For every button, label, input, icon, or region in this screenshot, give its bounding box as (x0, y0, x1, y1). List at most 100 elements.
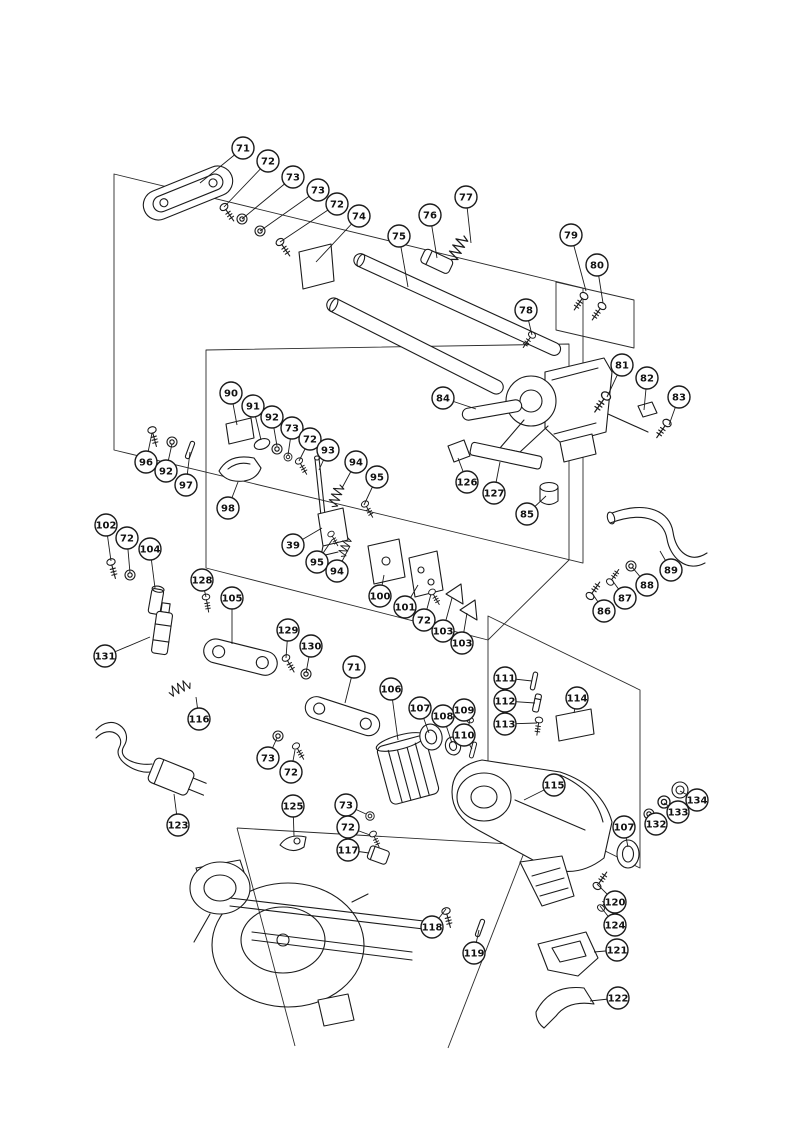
callout-balloon-109: 109 (452, 698, 476, 722)
part-base-assembly (189, 859, 433, 1027)
balloon-label: 39 (286, 541, 300, 552)
callout-balloon-102: 102 (94, 513, 118, 537)
balloon-circle (174, 473, 198, 497)
balloon-label: 117 (338, 846, 359, 857)
balloon-circle (559, 223, 583, 247)
callout-balloon-118: 118 (420, 915, 444, 939)
balloon-label: 83 (672, 393, 686, 404)
balloon-label: 116 (189, 715, 210, 726)
balloon-label: 102 (96, 521, 117, 532)
balloon-label: 126 (457, 478, 478, 489)
balloon-label: 72 (261, 157, 275, 168)
balloon-circle (279, 760, 303, 784)
balloon-circle (644, 812, 668, 836)
callout-balloon-73: 73 (334, 793, 358, 817)
balloon-label: 134 (687, 796, 708, 807)
callout-balloon-94: 94 (344, 450, 368, 474)
callout-balloon-133: 133 (666, 800, 690, 824)
balloon-circle (216, 496, 240, 520)
balloon-label: 128 (192, 576, 213, 587)
balloon-circle (393, 595, 417, 619)
callout-balloon-107: 107 (612, 815, 636, 839)
callout-balloon-103: 103 (431, 619, 455, 643)
balloon-circle (603, 890, 627, 914)
balloon-label: 112 (495, 697, 516, 708)
callout-balloon-100: 100 (368, 584, 392, 608)
balloon-label: 72 (120, 534, 134, 545)
balloon-circle (299, 634, 323, 658)
balloon-label: 82 (640, 374, 654, 385)
callout-balloon-122: 122 (606, 986, 630, 1010)
balloon-circle (134, 450, 158, 474)
balloon-label: 100 (370, 592, 391, 603)
callout-balloon-132: 132 (644, 812, 668, 836)
balloon-circle (325, 192, 349, 216)
part-switch-117 (365, 811, 390, 865)
balloon-label: 130 (301, 642, 322, 653)
callout-balloon-125: 125 (281, 794, 305, 818)
balloon-label: 107 (410, 704, 431, 715)
callout-balloon-117: 117 (336, 838, 360, 862)
part-ring-107 (419, 723, 443, 751)
callout-balloon-124: 124 (603, 913, 627, 937)
balloon-circle (667, 385, 691, 409)
balloon-circle (220, 586, 244, 610)
balloon-circle (493, 666, 517, 690)
balloon-label: 105 (222, 594, 243, 605)
part-power-cord-123 (95, 722, 207, 796)
balloon-label: 85 (520, 510, 534, 521)
balloon-circle (379, 677, 403, 701)
part-fasteners-129-130 (280, 652, 312, 680)
part-nut-134 (671, 781, 689, 799)
balloon-label: 133 (668, 808, 689, 819)
balloon-label: 124 (605, 921, 626, 932)
balloon-circle (305, 550, 329, 574)
part-clamp-assembly (218, 417, 377, 520)
balloon-circle (420, 915, 444, 939)
callout-balloon-89: 89 (659, 558, 683, 582)
callout-balloon-72: 72 (115, 526, 139, 550)
callout-balloon-119: 119 (462, 941, 486, 965)
callout-balloon-83: 83 (667, 385, 691, 409)
balloon-circle (306, 178, 330, 202)
callout-balloon-87: 87 (613, 586, 637, 610)
balloon-label: 91 (246, 402, 260, 413)
callout-balloons: 7172737372747576777980788182838490919273… (93, 136, 709, 1010)
callout-balloon-81: 81 (610, 353, 634, 377)
callout-balloon-82: 82 (635, 366, 659, 390)
callout-balloon-128: 128 (190, 568, 214, 592)
callout-balloon-72: 72 (325, 192, 349, 216)
balloon-circle (342, 655, 366, 679)
balloon-label: 86 (597, 607, 611, 618)
callout-balloon-126: 126 (455, 470, 479, 494)
callout-balloon-131: 131 (93, 644, 117, 668)
balloon-circle (515, 502, 539, 526)
balloon-label: 115 (544, 781, 565, 792)
balloon-label: 74 (352, 212, 366, 223)
balloon-circle (585, 253, 609, 277)
balloon-label: 96 (139, 458, 153, 469)
balloon-circle (412, 608, 436, 632)
part-arm-casting-115 (451, 759, 613, 907)
balloon-label: 72 (284, 768, 298, 779)
balloon-label: 77 (459, 193, 473, 204)
balloon-label: 107 (614, 823, 635, 834)
callout-balloon-79: 79 (559, 223, 583, 247)
part-left-fasteners (105, 557, 213, 656)
part-slide-rod-lower (326, 297, 504, 395)
callout-balloon-96: 96 (134, 450, 158, 474)
balloon-circle (450, 631, 474, 655)
callout-balloon-97: 97 (174, 473, 198, 497)
part-ring-107-lower (616, 839, 640, 869)
part-plate-74 (298, 243, 335, 290)
callout-balloon-72: 72 (412, 608, 436, 632)
balloon-circle (493, 689, 517, 713)
balloon-label: 131 (95, 652, 116, 663)
callout-balloon-127: 127 (482, 481, 506, 505)
balloon-label: 88 (640, 581, 654, 592)
callout-balloon-95: 95 (305, 550, 329, 574)
balloon-label: 84 (436, 394, 450, 405)
balloon-label: 94 (349, 458, 363, 469)
balloon-label: 72 (330, 200, 344, 211)
part-sleeve-76 (420, 248, 454, 274)
